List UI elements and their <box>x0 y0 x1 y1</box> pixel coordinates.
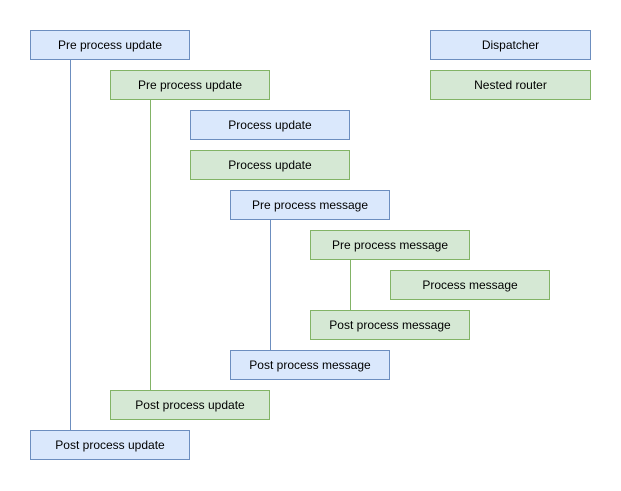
node-label: Pre process message <box>251 198 369 212</box>
node-label: Pre process update <box>137 78 243 92</box>
node-label: Process update <box>228 118 312 132</box>
connector-router-message-scope[interactable] <box>350 260 351 310</box>
node-pre-process-message-dispatcher[interactable]: Pre process message <box>230 190 390 220</box>
node-post-process-update-router[interactable]: Post process update <box>110 390 270 420</box>
node-label: Process update <box>228 158 312 172</box>
node-pre-process-message-router[interactable]: Pre process message <box>310 230 470 260</box>
node-legend-dispatcher[interactable]: Dispatcher <box>430 30 591 60</box>
connector-dispatcher-message-scope[interactable] <box>270 220 271 350</box>
node-label: Post process message <box>329 318 451 332</box>
connector-dispatcher-update-scope[interactable] <box>70 60 71 430</box>
node-label: Post process update <box>135 398 245 412</box>
node-label: Post process message <box>249 358 371 372</box>
node-process-update-dispatcher[interactable]: Process update <box>190 110 350 140</box>
node-process-update-router[interactable]: Process update <box>190 150 350 180</box>
node-label: Post process update <box>55 438 165 452</box>
node-label: Pre process message <box>331 238 449 252</box>
node-label: Pre process update <box>57 38 163 52</box>
connector-router-update-scope[interactable] <box>150 100 151 390</box>
node-legend-nested-router[interactable]: Nested router <box>430 70 591 100</box>
node-label: Dispatcher <box>481 38 540 52</box>
node-pre-process-update-router[interactable]: Pre process update <box>110 70 270 100</box>
node-process-message-router[interactable]: Process message <box>390 270 550 300</box>
node-label: Process message <box>422 278 518 292</box>
node-post-process-message-router[interactable]: Post process message <box>310 310 470 340</box>
node-post-process-update-dispatcher[interactable]: Post process update <box>30 430 190 460</box>
node-post-process-message-dispatcher[interactable]: Post process message <box>230 350 390 380</box>
node-label: Nested router <box>474 78 547 92</box>
node-pre-process-update-dispatcher[interactable]: Pre process update <box>30 30 190 60</box>
